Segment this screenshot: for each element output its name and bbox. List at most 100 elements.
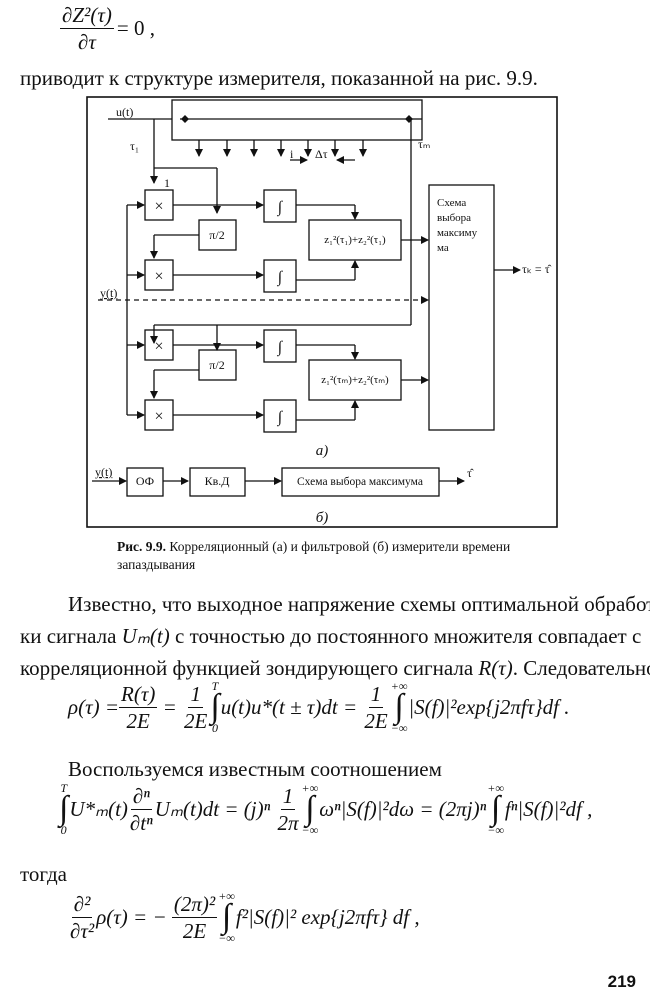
integrator-ma xyxy=(263,329,297,363)
top-equation: ∂Z²(τ) ∂τ = 0 , xyxy=(60,2,155,55)
eq-rel-integral-2: +∞∫−∞ xyxy=(301,781,319,837)
phase-label-m: π/2 xyxy=(209,358,224,372)
paragraph-intro: приводит к структуре измерителя, показан… xyxy=(20,66,538,90)
upper: +∞ xyxy=(301,781,319,795)
top-equation-rhs: = 0 , xyxy=(116,16,155,40)
paragraph-known-line-2: ки сигнала Uₘ(t) с точностью до постоянн… xyxy=(20,620,641,652)
eq-rel-part-2: Uₘ(t)dt = (j)ⁿ xyxy=(154,796,271,821)
delay-line-box xyxy=(171,99,423,141)
block-square-detector xyxy=(189,467,246,497)
den: 2π xyxy=(277,810,299,835)
eq-rho-integral-2: +∞∫−∞ xyxy=(390,679,408,735)
text: ки сигнала xyxy=(20,624,117,648)
eq-rho-integral-1: T∫0 xyxy=(210,679,220,735)
delay-line-start-dot xyxy=(181,115,189,123)
figure-frame xyxy=(86,96,558,528)
top-equation-numerator: ∂Z²(τ) xyxy=(60,3,114,29)
block-optimal-filter xyxy=(126,467,164,497)
num: 1 xyxy=(280,783,296,810)
caption-text: Корреляционный (а) и фильтровой (б) изме… xyxy=(166,539,511,554)
label-index-1: 1 xyxy=(164,176,170,190)
max-select-line-3: максиму xyxy=(437,227,478,239)
block-max-select xyxy=(281,467,440,497)
eq-rel-part-1: U*ₘ(t) xyxy=(69,796,128,821)
phase-shift-m xyxy=(198,349,237,381)
label-tau-m: τₘ xyxy=(418,137,430,151)
eq-rel-part-4: fⁿ|S(f)|²df , xyxy=(504,796,593,821)
top-equation-fraction: ∂Z²(τ) ∂τ xyxy=(60,2,114,55)
upper: T xyxy=(211,679,219,693)
eq-rel-integral-1: T∫0 xyxy=(59,781,69,837)
paragraph-known-line-1: Известно, что выходное напряжение схемы … xyxy=(68,592,650,616)
int-sym-mb: ∫ xyxy=(277,409,284,427)
figure-caption: Рис. 9.9. Корреляционный (а) и фильтрово… xyxy=(117,538,577,574)
num: ∂² xyxy=(71,891,93,918)
text: корреляционной функцией зондирующего сиг… xyxy=(20,656,474,680)
max-select-line-4: ма xyxy=(437,242,449,254)
label-tau-1: τ₁ xyxy=(130,139,139,153)
num: (2π)² xyxy=(171,891,218,918)
den: 2E xyxy=(126,708,150,733)
mult-sym-ma: × xyxy=(154,338,163,355)
page-number: 219 xyxy=(607,972,636,991)
lower: 0 xyxy=(212,721,219,735)
sum-label-1: z₁²(τ₁)+z₂²(τ₁) xyxy=(324,234,386,246)
num: 1 xyxy=(368,681,384,708)
integrator-1b xyxy=(263,259,297,293)
block-b-1-label: ОФ xyxy=(136,474,154,488)
upper: +∞ xyxy=(218,889,235,903)
lower: −∞ xyxy=(487,823,504,837)
label-tap-i: i xyxy=(290,147,294,161)
den: 2E xyxy=(184,708,208,733)
text: с точностью до постоянного множителя сов… xyxy=(175,624,642,648)
eq-sd-lhs: ρ(τ) = − xyxy=(96,904,167,929)
den: 2E xyxy=(364,708,388,733)
label-y-t: y(t) xyxy=(100,286,117,300)
lower: 0 xyxy=(60,823,67,837)
eq-rel-deriv: ∂ⁿ∂tⁿ xyxy=(128,783,155,836)
int-sym-1a: ∫ xyxy=(277,199,284,217)
int-sym-ma: ∫ xyxy=(277,339,284,357)
den: ∂tⁿ xyxy=(129,810,153,835)
label-part-b: б) xyxy=(316,510,329,526)
num: 1 xyxy=(188,681,203,708)
math-r-tau: R(τ) xyxy=(478,656,513,680)
mult-sym-1a: × xyxy=(154,198,163,215)
top-equation-denominator: ∂τ xyxy=(77,30,96,54)
eq-sd-body: f²|S(f)|² exp{j2πfτ} df , xyxy=(235,904,420,929)
eq-rel-part-3: ωⁿ|S(f)|²dω = (2πj)ⁿ xyxy=(319,796,487,821)
label-b-input: y(t) xyxy=(95,465,112,479)
paragraph-use: Воспользуемся известным соотношением xyxy=(68,757,442,781)
block-b-2-label: Кв.Д xyxy=(205,474,230,488)
eq-rho-body-2: |S(f)|²exp{j2πfτ}df . xyxy=(408,694,570,719)
mult-sym-mb: × xyxy=(154,408,163,425)
eq-rel-integral-3: +∞∫−∞ xyxy=(487,781,504,837)
phase-label-1: π/2 xyxy=(209,228,224,242)
figure-9-9: u(t) τ₁ τₘ i Δτ 1 y(t) × × × × ∫ ∫ ∫ ∫ π… xyxy=(86,96,558,528)
sum-label-m: z₁²(τₘ)+z₂²(τₘ) xyxy=(321,374,389,386)
max-select-line-1: Схема xyxy=(437,197,466,209)
word-then: тогда xyxy=(20,862,67,886)
label-part-a: а) xyxy=(316,443,329,459)
max-select-block xyxy=(428,184,495,431)
upper: +∞ xyxy=(390,679,408,693)
max-select-line-2: выбора xyxy=(437,212,471,224)
eq-sd-deriv: ∂²∂τ² xyxy=(68,891,96,944)
den: 2E xyxy=(182,918,207,943)
lower: −∞ xyxy=(301,823,319,837)
label-delta-tau: Δτ xyxy=(315,147,328,161)
text: . Следовательно, xyxy=(512,656,650,680)
paragraph-known-line-3: корреляционной функцией зондирующего сиг… xyxy=(20,652,650,684)
label-u-t: u(t) xyxy=(116,105,133,119)
eq-sd-integral: +∞∫−∞ xyxy=(218,889,235,945)
block-b-3-label: Схема выбора максимума xyxy=(297,476,423,488)
math-um-t: Uₘ(t) xyxy=(121,624,170,648)
delay-line-end-dot xyxy=(405,115,413,123)
eq-rho-body-1: u(t)u*(t ± τ)dt = xyxy=(220,694,358,719)
den: ∂τ² xyxy=(70,918,95,943)
integrator-1a xyxy=(263,189,297,223)
